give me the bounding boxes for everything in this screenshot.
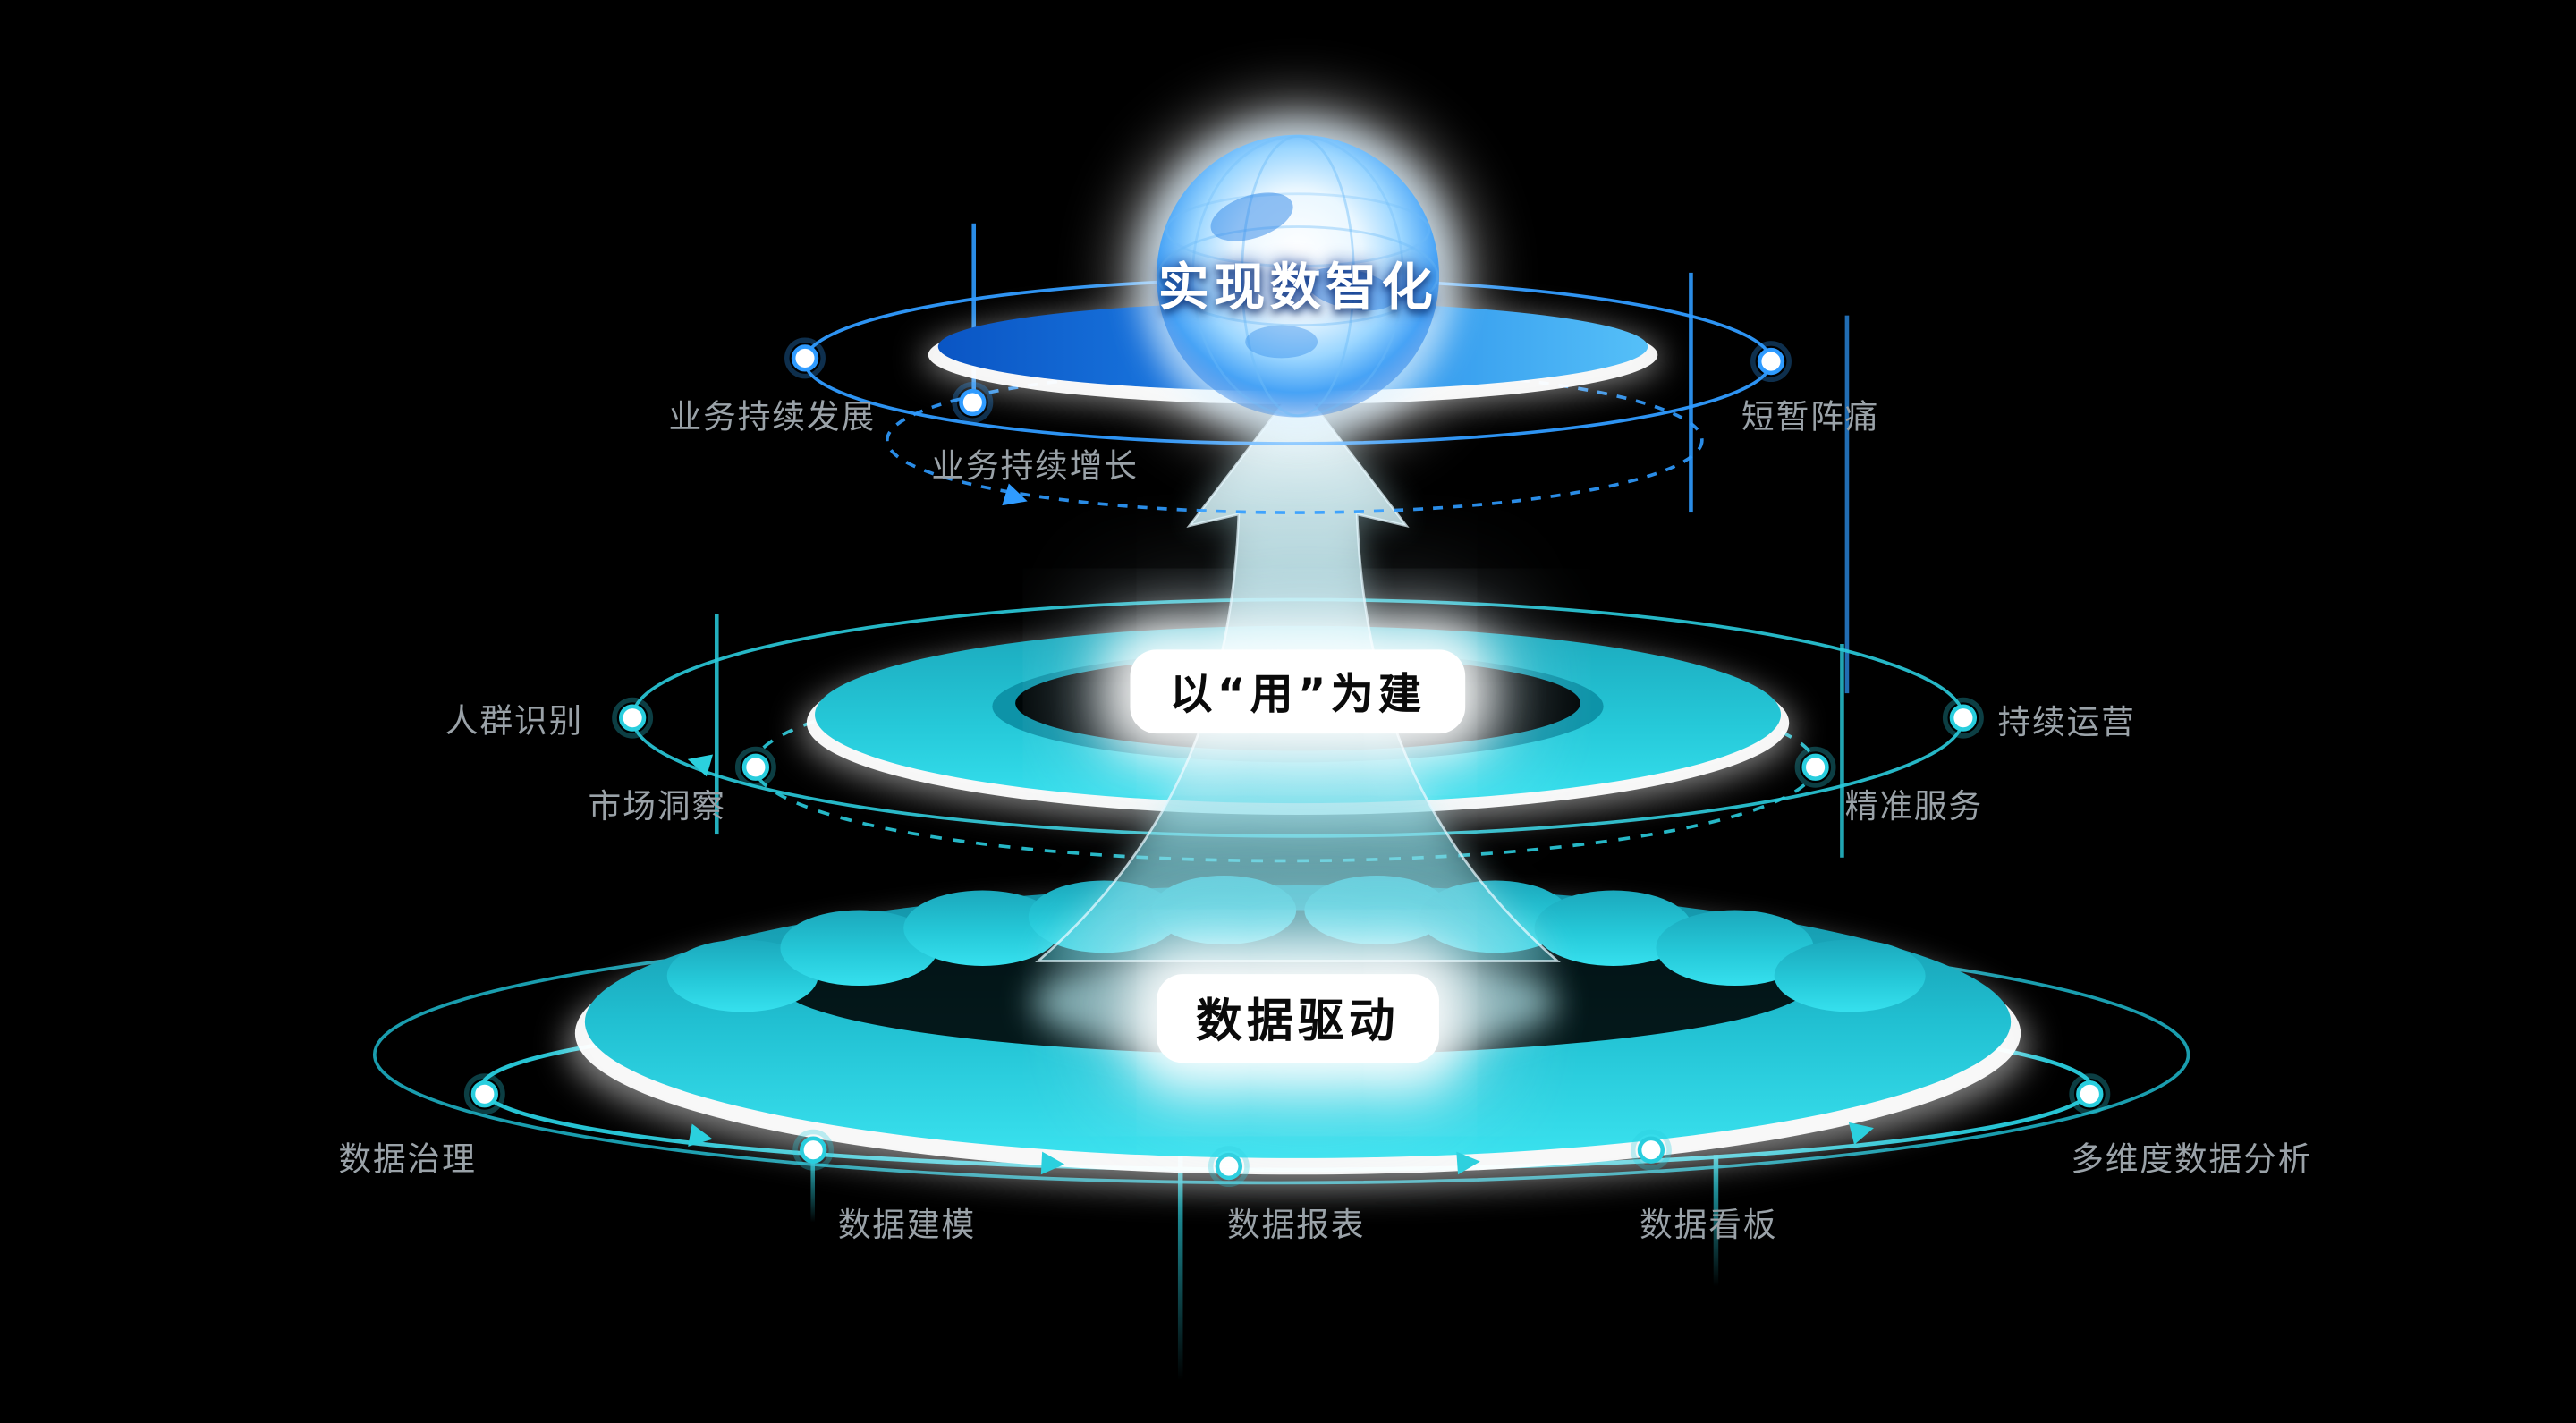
globe-meridians xyxy=(1157,135,1439,418)
vertical-accent-lines xyxy=(714,223,1850,1380)
top-tier-disc xyxy=(803,101,1773,514)
connector-nodes xyxy=(463,337,2111,1188)
globe-sphere xyxy=(1157,134,1439,418)
flow-arrowheads xyxy=(687,483,1874,1175)
